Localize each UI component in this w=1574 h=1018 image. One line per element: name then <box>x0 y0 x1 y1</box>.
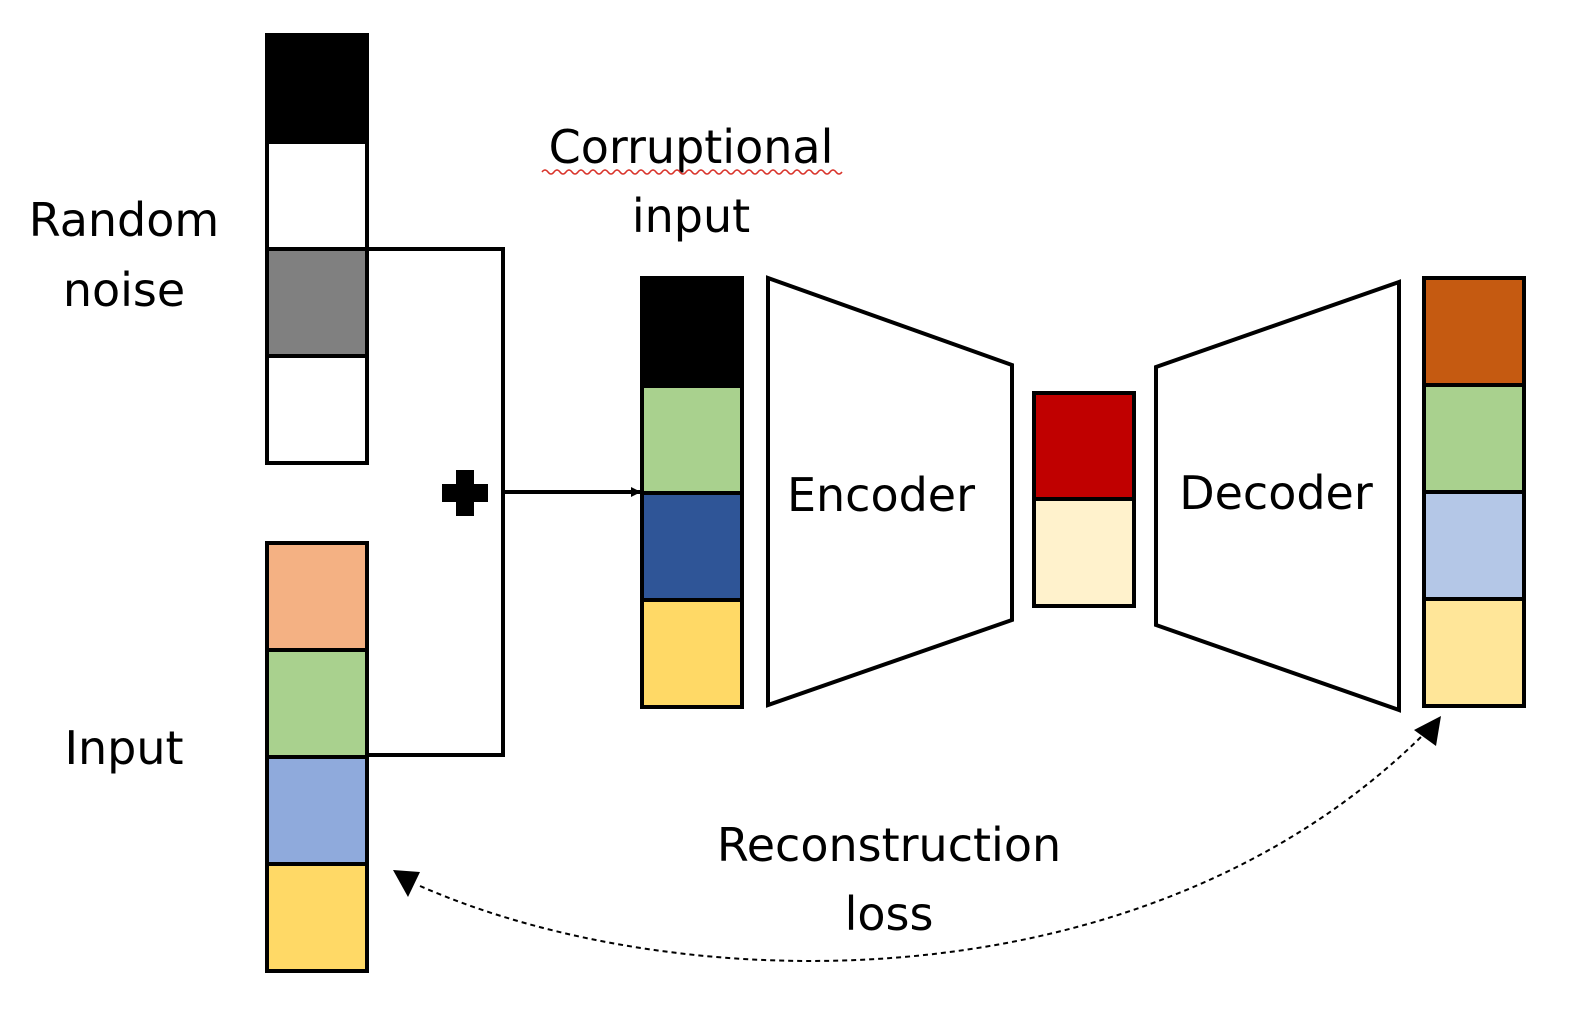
input-vector <box>265 541 369 973</box>
corrupt-cell-4 <box>640 598 744 709</box>
plus-icon <box>442 470 488 516</box>
loss-arrowhead-right <box>1414 716 1441 746</box>
output-cell-1 <box>1422 276 1526 387</box>
encoder-block <box>766 275 1014 708</box>
corruptional-input-vector <box>640 276 744 709</box>
input-cell-2 <box>265 648 369 759</box>
encoder-label: Encoder <box>787 468 975 522</box>
output-cell-2 <box>1422 383 1526 494</box>
loss-arrowhead-left <box>393 870 420 897</box>
input-cell-4 <box>265 862 369 973</box>
input-label: Input <box>64 721 183 775</box>
corrupt-cell-3 <box>640 491 744 602</box>
output-vector <box>1422 276 1526 708</box>
corruptional-input-label-line1: Corruptional <box>549 120 834 174</box>
reconstruction-loss-label-line2: loss <box>845 887 934 941</box>
noise-cell-4 <box>265 354 369 465</box>
random-noise-label-line1: Random <box>29 193 219 247</box>
decoder-block <box>1154 279 1401 713</box>
spellcheck-underline <box>541 169 843 175</box>
random-noise-label-line2: noise <box>63 263 185 317</box>
noise-cell-1 <box>265 33 369 144</box>
noise-cell-2 <box>265 140 369 251</box>
corruptional-input-label-line2: input <box>632 189 750 243</box>
latent-cell-2 <box>1032 497 1136 608</box>
decoder-label: Decoder <box>1179 466 1373 520</box>
random-noise-vector <box>265 33 369 465</box>
reconstruction-loss-curve <box>419 729 1429 962</box>
noise-cell-3 <box>265 247 369 358</box>
input-cell-1 <box>265 541 369 652</box>
combine-connector <box>367 247 505 757</box>
output-cell-3 <box>1422 490 1526 601</box>
corrupt-cell-1 <box>640 276 744 388</box>
reconstruction-loss-label-line1: Reconstruction <box>717 818 1061 872</box>
latent-vector <box>1032 391 1136 608</box>
input-cell-3 <box>265 755 369 866</box>
latent-cell-1 <box>1032 391 1136 501</box>
output-cell-4 <box>1422 597 1526 708</box>
corrupt-cell-2 <box>640 384 744 495</box>
